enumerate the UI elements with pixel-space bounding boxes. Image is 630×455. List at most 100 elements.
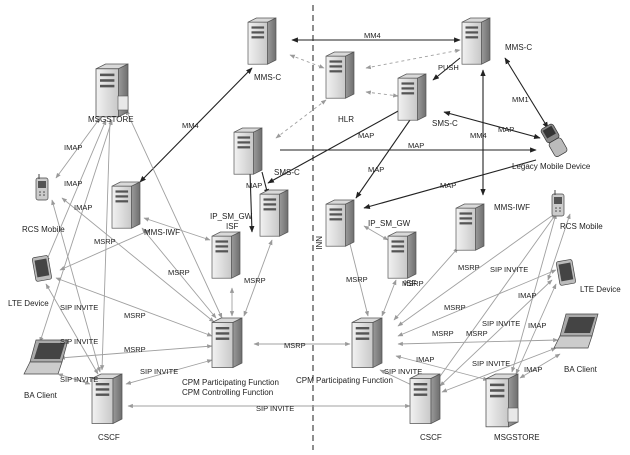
imap-left-label-1: IMAP <box>64 143 82 152</box>
edge-hlr-smsc-left <box>275 99 327 139</box>
mms-iwf-left-label: MMS-IWF <box>144 228 180 237</box>
msgstore-right-storage <box>507 407 519 423</box>
legacy-mobile-icon <box>540 123 568 157</box>
sip-left-label-2: SIP INVITE <box>60 337 98 346</box>
rcs-mobile-left-icon <box>35 174 49 201</box>
map-label-6: MAP <box>246 181 262 190</box>
edge-msrp-mmsiwf-cpm <box>141 227 217 319</box>
cpm-right-server <box>351 317 383 369</box>
ip-sm-gw-right-server <box>325 199 355 247</box>
msgstore-right-label: MSGSTORE <box>494 433 540 442</box>
push-label: PUSH <box>438 63 459 72</box>
sip-right-label-4: SIP INVITE <box>384 367 422 376</box>
sip-right-label-2: SIP INVITE <box>482 319 520 328</box>
msrp-left-label-2: MSRP <box>168 268 190 277</box>
edge-map-smsc-left-isf2 <box>249 171 255 233</box>
cpm-left-server <box>211 317 243 369</box>
nni-label: NNI <box>314 236 323 250</box>
ba-client-left-icon <box>23 339 69 375</box>
edge-msrp-ba-cpm-r <box>397 337 559 347</box>
edge-map-smsc-legacy <box>443 111 541 139</box>
lte-device-right-label: LTE Device <box>580 285 621 294</box>
edge-imap-msgstore-cpm <box>125 109 223 319</box>
ip-sm-gw-left-server <box>259 189 289 237</box>
sms-c-left-label: SMS-C <box>274 168 300 177</box>
msrp-right-label-6: MSRP <box>466 329 488 338</box>
rcs-mobile-left-label: RCS Mobile <box>22 225 65 234</box>
map-label-5: MAP <box>440 181 456 190</box>
sip-left-label-4: SIP INVITE <box>140 367 178 376</box>
edge-sip-lte-cscf <box>45 283 99 375</box>
map-label-4: MAP <box>368 165 384 174</box>
mms-c-right-server <box>461 17 491 65</box>
isf-right-label: ISF <box>404 279 417 288</box>
sms-c-right-label: SMS-C <box>432 119 458 128</box>
msrp-left-label-5: MSRP <box>244 276 266 285</box>
edge-imap-cpm-msgstore-r <box>395 355 489 381</box>
ip-sm-gw-right-label: IP_SM_GW <box>368 219 411 228</box>
legacy-mobile-label: Legacy Mobile Device <box>512 162 591 171</box>
cscf-right-label: CSCF <box>420 433 442 442</box>
edge-map-legacy-ipsmgw <box>363 159 537 209</box>
imap-left-label-2: IMAP <box>64 179 82 188</box>
edge-ipsmgw-isf-r <box>363 225 389 241</box>
edge-hlr-smsc-right <box>365 90 399 98</box>
lte-device-left-icon <box>31 255 52 282</box>
cpm-right-label: CPM Participating Function <box>296 376 393 385</box>
ba-client-left-label: BA Client <box>24 391 58 400</box>
isf-right-server <box>387 231 417 279</box>
lte-device-left-label: LTE Device <box>8 299 49 308</box>
edge-msrp-ipsmgw-cpm <box>243 239 273 317</box>
sip-bottom-label: SIP INVITE <box>256 404 294 413</box>
edge-map-smsc-right-smsc-left <box>267 109 401 184</box>
imap-right-label-3: IMAP <box>524 365 542 374</box>
cpm-left-label-line2: CPM Controlling Function <box>182 388 273 397</box>
mms-iwf-left-server <box>111 181 141 229</box>
msrp-right-label-1: MSRP <box>346 275 368 284</box>
mms-c-left-label: MMS-C <box>254 73 281 82</box>
cpm-left-label-line1: CPM Participating Function <box>182 378 279 387</box>
isf-left-label: ISF <box>226 222 239 231</box>
mms-c-right-label: MMS-C <box>505 43 532 52</box>
map-label-1: MAP <box>498 125 514 134</box>
map-label-2: MAP <box>408 141 424 150</box>
edge-hlr-mmsc-left <box>289 54 325 69</box>
sms-c-right-server <box>397 73 427 121</box>
mm4-right-label: MM4 <box>470 131 487 140</box>
ip-sm-gw-left-label: IP_SM_GW <box>210 212 253 221</box>
cscf-left-label: CSCF <box>98 433 120 442</box>
hlr-server <box>325 51 355 99</box>
msrp-center-label: MSRP <box>284 341 306 350</box>
lte-device-right-icon <box>555 259 576 286</box>
imap-right-label-1: IMAP <box>518 291 536 300</box>
mm1-label: MM1 <box>512 95 529 104</box>
edge-sip-ba-cscf <box>57 373 91 385</box>
sip-right-label-1: SIP INVITE <box>490 265 528 274</box>
msrp-left-label-4: MSRP <box>124 345 146 354</box>
mms-iwf-right-server <box>455 203 485 251</box>
msrp-right-label-4: MSRP <box>444 303 466 312</box>
edge-hlr-mmsc-right <box>365 48 461 70</box>
cscf-right-server <box>409 373 441 425</box>
edge-msrp-isf-cpm-r <box>381 279 397 317</box>
msgstore-left-label: MSGSTORE <box>88 115 134 124</box>
edge-mmsiwf-isf <box>143 217 211 241</box>
imap-left-label-3: IMAP <box>74 203 92 212</box>
sip-right-label-3: SIP INVITE <box>472 359 510 368</box>
edge-map-smsc-right-ipsmgw <box>355 119 411 199</box>
rcs-mobile-right-icon <box>551 190 565 217</box>
ba-client-right-label: BA Client <box>564 365 598 374</box>
msrp-right-label-5: MSRP <box>432 329 454 338</box>
imap-cpm-label: IMAP <box>416 355 434 364</box>
sip-left-label-3: SIP INVITE <box>60 375 98 384</box>
edge-msrp-ipsmgw-cpm-r <box>347 235 369 317</box>
edge-mm1 <box>504 57 549 129</box>
map-label-3: MAP <box>358 131 374 140</box>
rcs-mobile-right-label: RCS Mobile <box>560 222 603 231</box>
sms-c-left-server <box>233 127 263 175</box>
msgstore-left-storage <box>117 95 129 111</box>
msrp-left-label-3: MSRP <box>124 311 146 320</box>
msrp-right-label-3: MSRP <box>458 263 480 272</box>
edge-sip-rcs-cscf-r <box>435 213 557 383</box>
